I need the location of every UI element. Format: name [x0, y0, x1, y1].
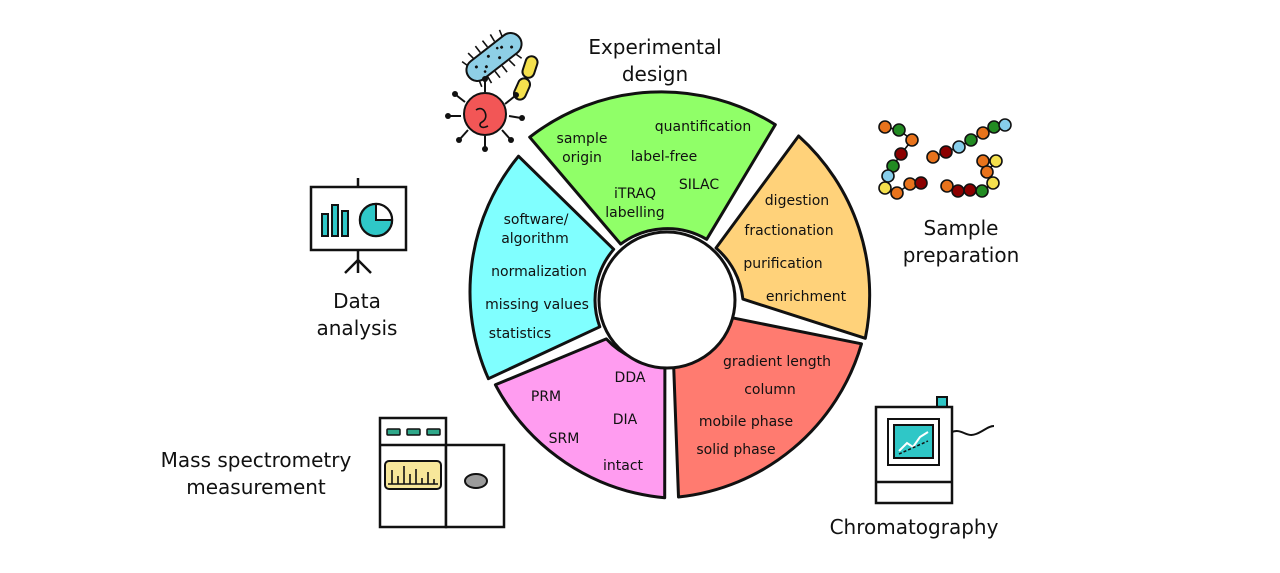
item-statistics: statistics [489, 326, 551, 342]
item-prm: PRM [531, 389, 561, 405]
item-itraq: iTRAQ [614, 186, 656, 202]
chromatography-instrument-icon [874, 396, 995, 505]
item-algorithm: algorithm [501, 231, 569, 247]
label-experimental-line2: design [622, 62, 688, 86]
label-data-analysis-line1: Data [333, 289, 381, 313]
item-srm: SRM [549, 431, 580, 447]
item-quantification: quantification [655, 119, 752, 135]
item-fractionation: fractionation [744, 223, 833, 239]
mass-spectrometry-items: PRM DDA DIA SRM intact [531, 370, 646, 474]
item-dia: DIA [613, 412, 638, 428]
label-mass-spec-line1: Mass spectrometry [161, 448, 352, 472]
item-intact: intact [603, 458, 644, 474]
item-normalization: normalization [491, 264, 587, 280]
experimental-design-items: sample origin quantification label-free … [557, 119, 752, 221]
item-gradient-length: gradient length [723, 354, 831, 370]
item-label-free: label-free [631, 149, 698, 165]
item-labelling: labelling [605, 205, 664, 221]
item-mobile-phase: mobile phase [699, 414, 793, 430]
label-sample-prep-line1: Sample [924, 216, 999, 240]
label-experimental-line1: Experimental [588, 35, 721, 59]
label-data-analysis-line2: analysis [317, 316, 398, 340]
chromatography-items: gradient length column mobile phase soli… [696, 354, 831, 458]
segment-sample-preparation [714, 134, 872, 340]
item-sample: sample [557, 131, 608, 147]
item-origin: origin [562, 150, 602, 166]
item-purification: purification [743, 256, 822, 272]
sample-preparation-items: digestion fractionation purification enr… [743, 193, 846, 305]
microbes-icon [445, 29, 539, 152]
presentation-board-icon [309, 178, 408, 274]
item-solid-phase: solid phase [696, 442, 775, 458]
data-analysis-items: software/ algorithm normalization missin… [485, 212, 589, 342]
label-chromatography: Chromatography [830, 515, 999, 539]
label-mass-spec-line2: measurement [186, 475, 326, 499]
segment-data-analysis [468, 154, 616, 381]
mass-spectrometer-icon [378, 416, 506, 529]
item-silac: SILAC [679, 177, 719, 193]
item-dda: DDA [615, 370, 646, 386]
item-missing-values: missing values [485, 297, 589, 313]
item-digestion: digestion [765, 193, 829, 209]
item-column: column [744, 382, 796, 398]
item-software: software/ [504, 212, 569, 228]
item-enrichment: enrichment [766, 289, 847, 305]
segment-experimental-design [528, 90, 777, 246]
amino-acid-chain-icon [878, 118, 1012, 200]
wheel-center-hole [597, 230, 737, 370]
label-sample-prep-line2: preparation [903, 243, 1020, 267]
